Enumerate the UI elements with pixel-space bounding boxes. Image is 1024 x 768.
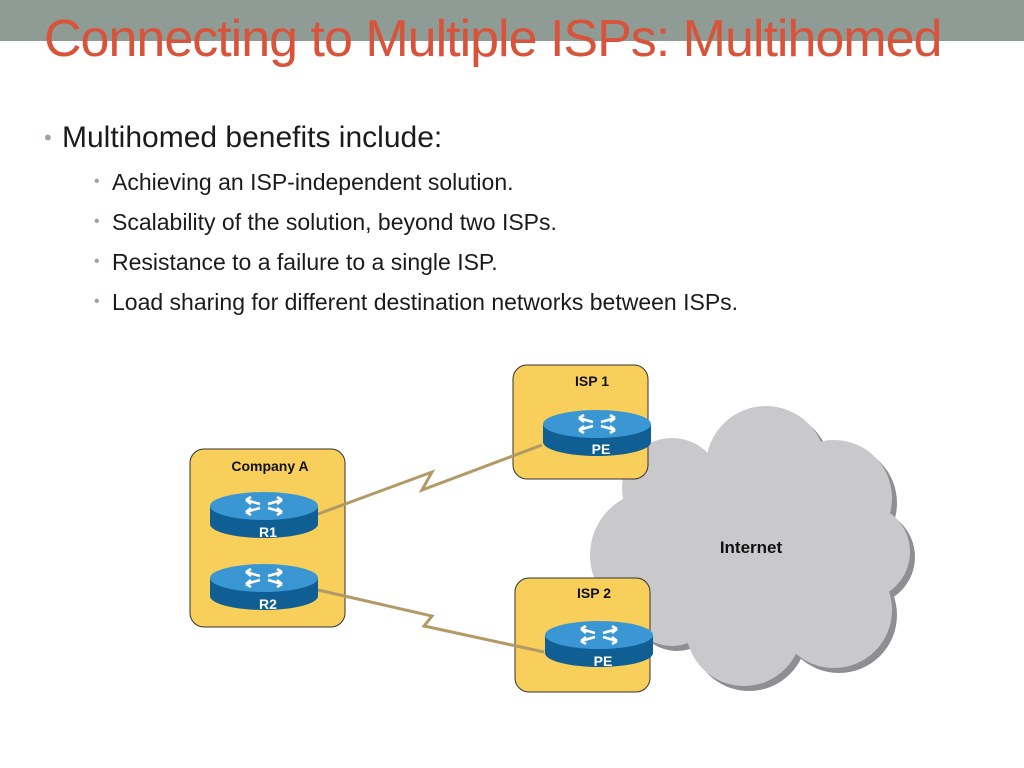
router-pe-isp2-label: PE	[594, 653, 613, 669]
isp1-label: ISP 1	[575, 373, 609, 389]
sub-bullet-list: •Achieving an ISP-independent solution. …	[62, 162, 738, 322]
router-pe-isp2: PE	[545, 621, 653, 669]
company-label: Company A	[231, 458, 308, 474]
router-pe-isp1-label: PE	[592, 441, 611, 457]
bullet-dot-icon: •	[94, 293, 100, 310]
sub-bullet-item: • Scalability of the solution, beyond two…	[94, 202, 738, 242]
router-r2: R2	[210, 564, 318, 612]
sub-bullet-text: Achieving an ISP-independent solution.	[112, 169, 514, 195]
slide-title: Connecting to Multiple ISPs: Multihomed	[44, 8, 942, 70]
router-r1-label: R1	[259, 524, 277, 540]
bullet-dot-icon: •	[94, 213, 100, 230]
bullet-main-text: Multihomed benefits include:	[62, 121, 443, 154]
bullet-dot-icon: •	[94, 253, 100, 270]
sub-bullet-text: Scalability of the solution, beyond two …	[112, 209, 557, 235]
isp2-label: ISP 2	[577, 585, 611, 601]
sub-bullet-item: • Achieving an ISP-independent solution.	[94, 162, 738, 202]
top-bar	[0, 0, 1024, 41]
wan-link-isp2	[317, 588, 545, 654]
sub-bullet-item: • Load sharing for different destination …	[94, 282, 738, 322]
router-r1: R1	[210, 492, 318, 540]
sub-bullet-text: Load sharing for different destination n…	[112, 289, 739, 315]
slide-title-text: Connecting to Multiple ISPs: Multihomed	[44, 10, 942, 68]
wan-link-isp1	[317, 443, 543, 516]
sub-bullet-text: Resistance to a failure to a single ISP.	[112, 249, 498, 275]
sub-bullet-item: • Resistance to a failure to a single ISP…	[94, 242, 738, 282]
router-r2-label: R2	[259, 596, 277, 612]
bullet-dot-icon: •	[94, 173, 100, 190]
bullet-main: • Multihomed benefits include: • Achievin…	[44, 120, 738, 322]
bullet-dot-icon: •	[44, 125, 52, 150]
bullet-list: • Multihomed benefits include: • Achievin…	[44, 120, 738, 322]
internet-label: Internet	[720, 538, 783, 557]
router-pe-isp1: PE	[543, 410, 651, 457]
